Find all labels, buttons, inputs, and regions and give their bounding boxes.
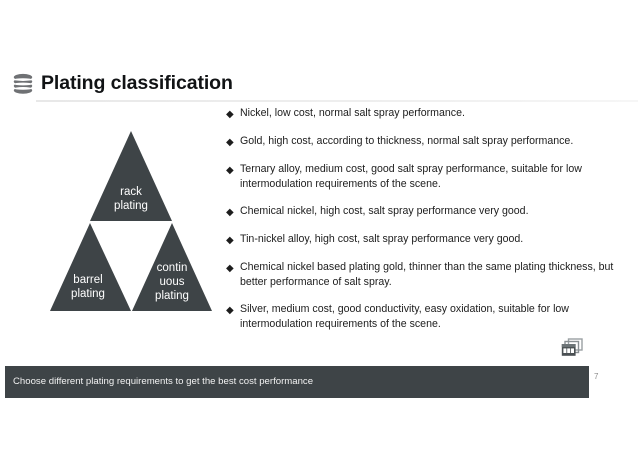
triangle-segment-top <box>90 131 172 221</box>
diamond-bullet-icon: ◆ <box>226 207 234 218</box>
triangle-label-bottom-left-line-2: plating <box>71 288 105 300</box>
list-item: ◆ Gold, high cost, according to thicknes… <box>226 134 616 150</box>
triangle-label-bottom-right-line-2: uous <box>160 276 185 288</box>
summary-banner: Choose different plating requirements to… <box>5 366 589 398</box>
stacked-windows-icon <box>561 338 583 357</box>
triangle-label-top-line-2: plating <box>114 200 148 212</box>
triangle-label-bottom-right-line-1: contin <box>157 262 188 274</box>
list-item-text: Gold, high cost, according to thickness,… <box>240 135 574 147</box>
list-item-text: Chemical nickel, high cost, salt spray p… <box>240 205 529 217</box>
page-title-text: Plating classification <box>41 72 233 95</box>
list-item: ◆ Nickel, low cost, normal salt spray pe… <box>226 106 616 122</box>
diamond-bullet-icon: ◆ <box>226 263 234 274</box>
list-item: ◆ Chemical nickel based plating gold, th… <box>226 260 616 290</box>
triangle-label-bottom-left-line-1: barrel <box>73 274 102 286</box>
diamond-bullet-icon: ◆ <box>226 165 234 176</box>
plating-bullet-list: ◆ Nickel, low cost, normal salt spray pe… <box>226 106 616 332</box>
triangle-segment-bottom-left <box>50 223 131 311</box>
list-item-text: Nickel, low cost, normal salt spray perf… <box>240 107 465 119</box>
triangle-label-bottom-right-line-3: plating <box>155 290 189 302</box>
title-divider <box>36 100 638 102</box>
list-item: ◆ Silver, medium cost, good conductivity… <box>226 302 616 332</box>
disk-stack-icon <box>12 72 34 96</box>
diamond-bullet-icon: ◆ <box>226 305 234 316</box>
page-number: 7 <box>594 372 599 381</box>
plating-triangle-diagram: rack plating barrel plating contin uous … <box>50 128 212 314</box>
list-item: ◆ Chemical nickel, high cost, salt spray… <box>226 204 616 220</box>
diamond-bullet-icon: ◆ <box>226 235 234 246</box>
list-item-text: Silver, medium cost, good conductivity, … <box>240 303 569 330</box>
list-item-text: Chemical nickel based plating gold, thin… <box>240 261 614 288</box>
list-item-text: Ternary alloy, medium cost, good salt sp… <box>240 163 582 190</box>
list-item: ◆ Tin-nickel alloy, high cost, salt spra… <box>226 232 616 248</box>
list-item: ◆ Ternary alloy, medium cost, good salt … <box>226 162 616 192</box>
triangle-segment-bottom-right <box>132 223 212 311</box>
list-item-text: Tin-nickel alloy, high cost, salt spray … <box>240 233 524 245</box>
diamond-bullet-icon: ◆ <box>226 109 234 120</box>
page-title: Plating classification <box>12 70 233 98</box>
triangle-label-top-line-1: rack <box>120 186 142 198</box>
diamond-bullet-icon: ◆ <box>226 137 234 148</box>
summary-banner-text: Choose different plating requirements to… <box>13 376 314 388</box>
